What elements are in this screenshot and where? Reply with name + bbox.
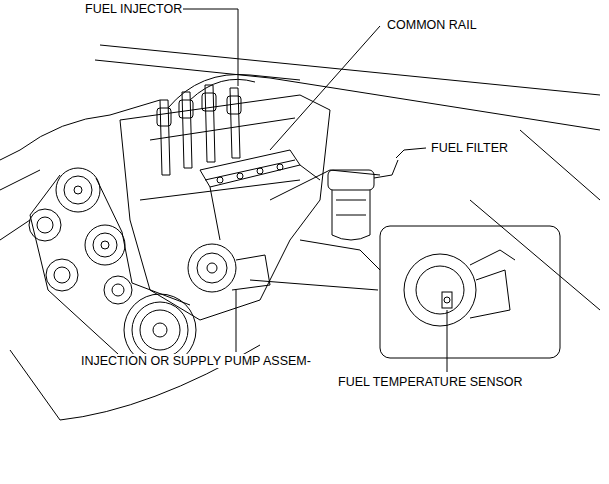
part-label: FUEL FILTER (430, 141, 509, 155)
part-label: FUEL TEMPERATURE SENSOR (337, 375, 524, 389)
part-label: INJECTION OR SUPPLY PUMP ASSEM- (80, 354, 312, 368)
part-label: FUEL INJECTOR (84, 2, 183, 16)
part-label: COMMON RAIL (386, 18, 478, 32)
